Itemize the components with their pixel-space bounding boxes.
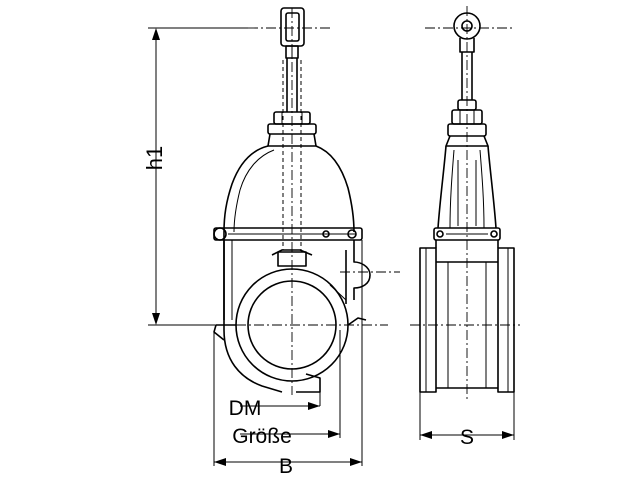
packing-nut bbox=[267, 111, 317, 147]
spindle-eye bbox=[280, 7, 305, 59]
side-rod bbox=[445, 52, 489, 147]
s-label: S bbox=[460, 426, 474, 449]
s-dimension: S bbox=[419, 392, 515, 449]
dm-label: DM bbox=[229, 397, 262, 420]
side-view: S bbox=[410, 6, 520, 449]
valve-body bbox=[213, 145, 371, 393]
pipe-bore bbox=[213, 268, 367, 382]
h1-dimension: h1 bbox=[142, 27, 248, 326]
width-dimensions: DM Größe B bbox=[213, 240, 363, 478]
spindle-rod bbox=[286, 58, 298, 112]
h1-label: h1 bbox=[142, 146, 167, 170]
gate-wedge bbox=[271, 60, 313, 267]
groesse-label: Größe bbox=[232, 425, 292, 448]
front-view: h1 DM Größe B bbox=[142, 7, 400, 478]
side-bonnet bbox=[437, 145, 497, 229]
side-eye bbox=[453, 12, 481, 53]
b-label: B bbox=[279, 455, 293, 478]
